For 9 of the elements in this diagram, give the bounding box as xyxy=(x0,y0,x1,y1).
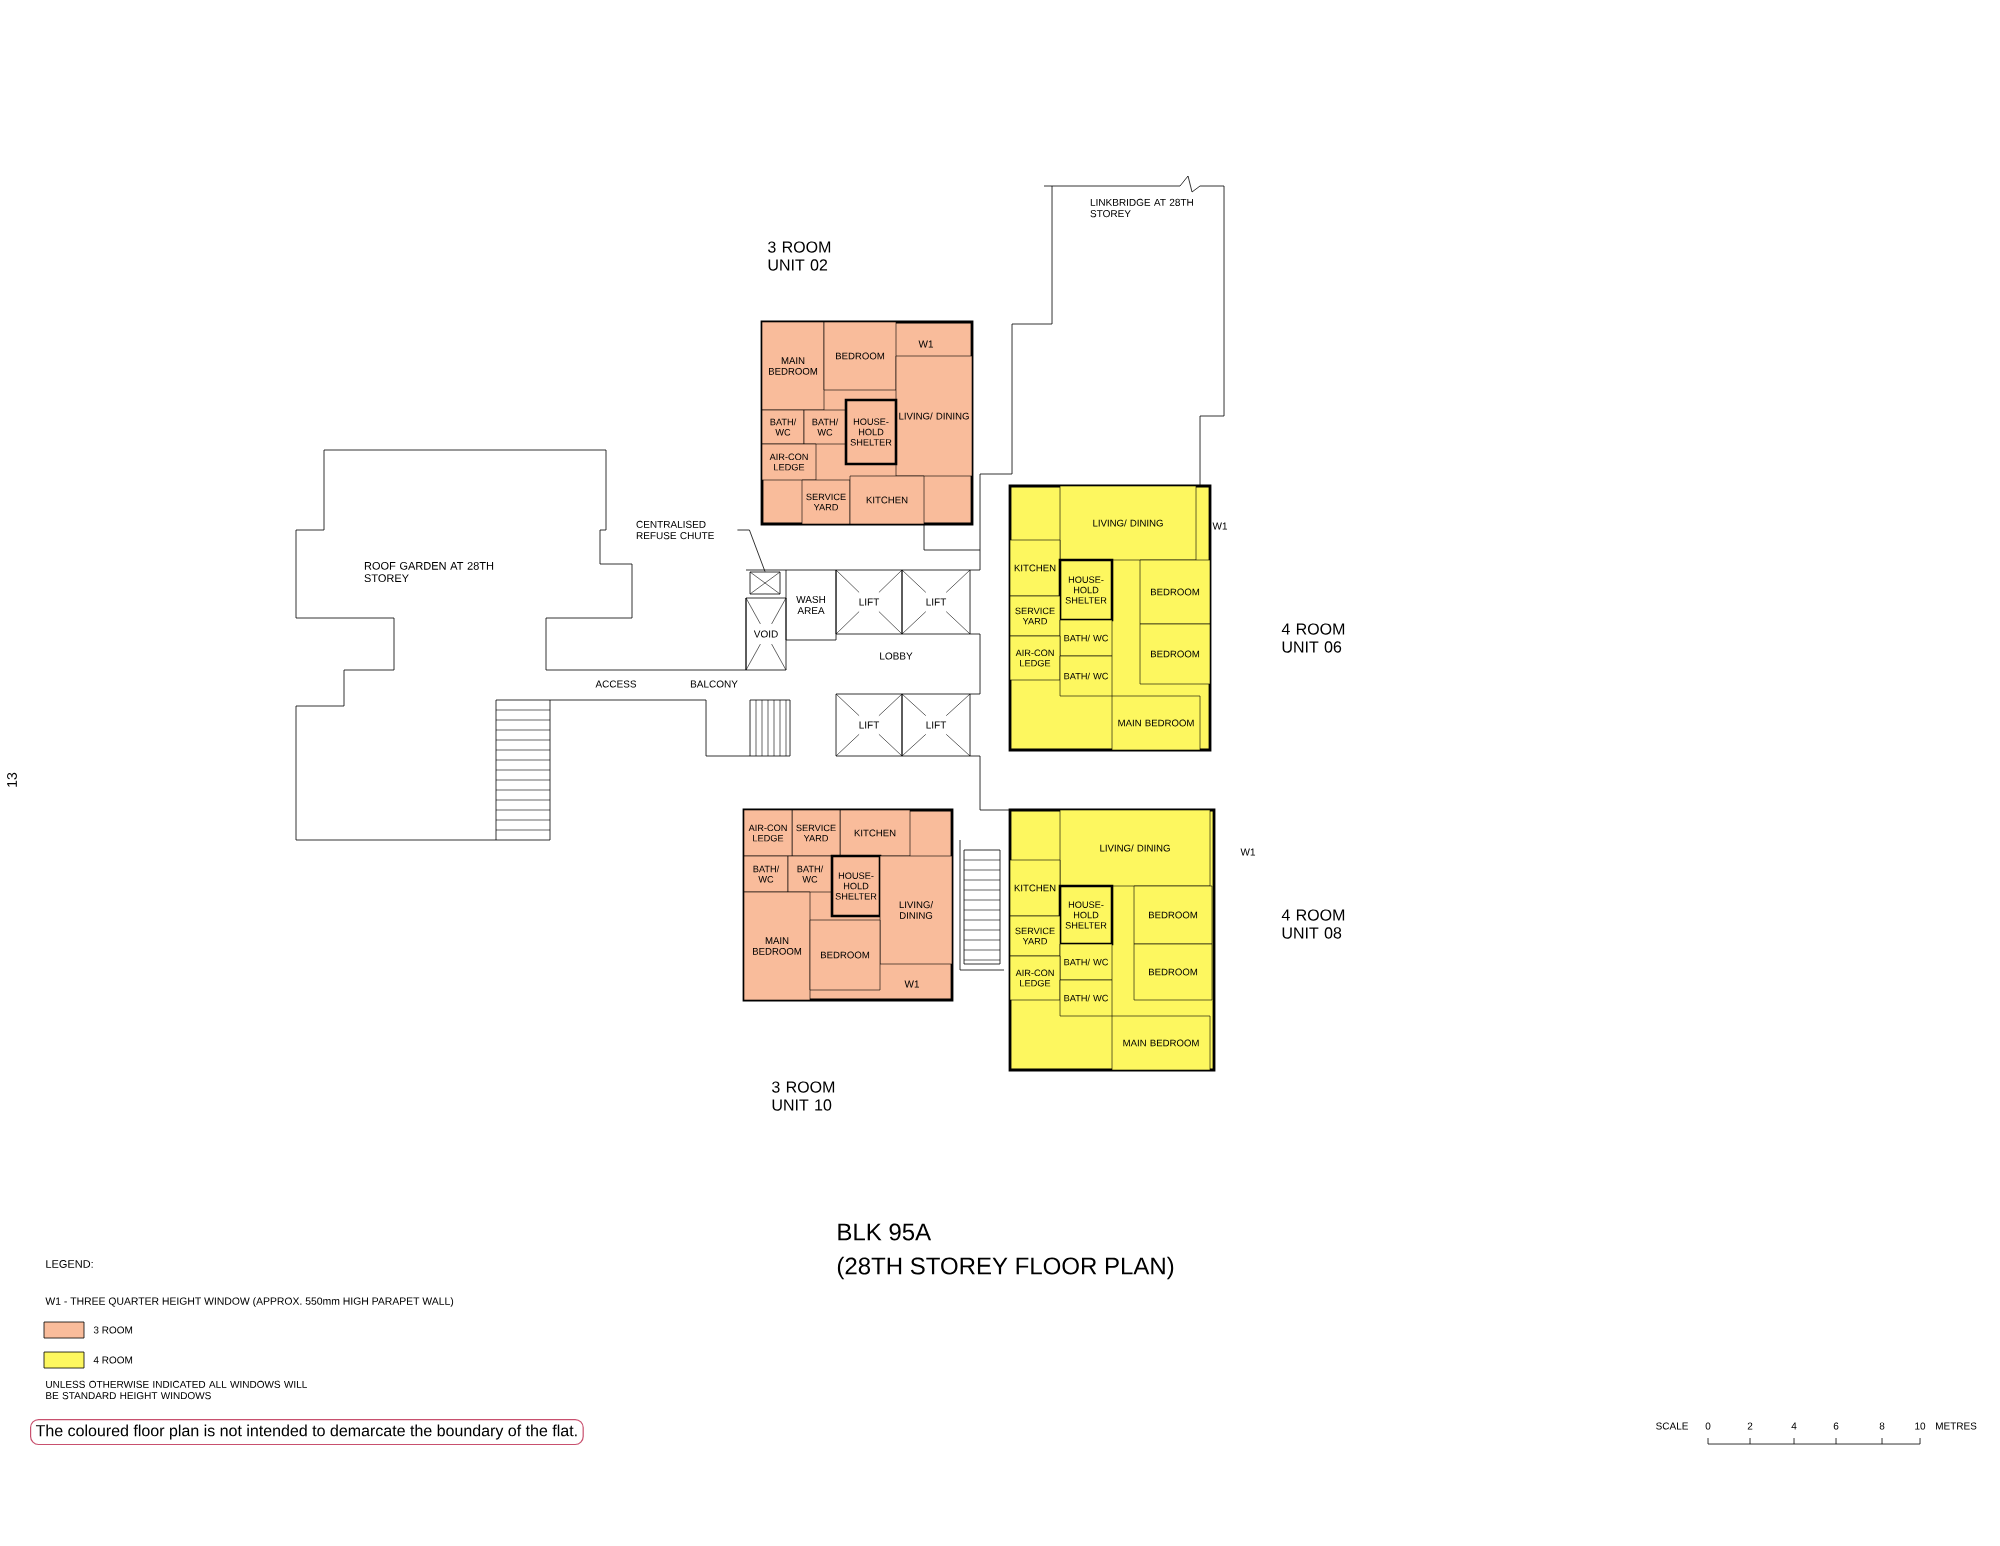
unit-label: 3 ROOM UNIT 02 xyxy=(768,241,831,271)
unit-label: 3 ROOM UNIT 10 xyxy=(772,1081,835,1111)
note-box: The coloured floor plan is not intended to demarcate the boundary of the flat. xyxy=(30,1418,584,1446)
refuse-chute-box xyxy=(749,571,781,595)
leader-line xyxy=(737,529,766,572)
plan-title: BLK 95A xyxy=(838,1223,932,1241)
plan-subtitle: (28TH STOREY FLOOR PLAN) xyxy=(837,1256,1174,1280)
unit-label: 4 ROOM UNIT 08 xyxy=(1281,909,1345,939)
unit-label: 4 ROOM UNIT 06 xyxy=(1281,623,1345,653)
